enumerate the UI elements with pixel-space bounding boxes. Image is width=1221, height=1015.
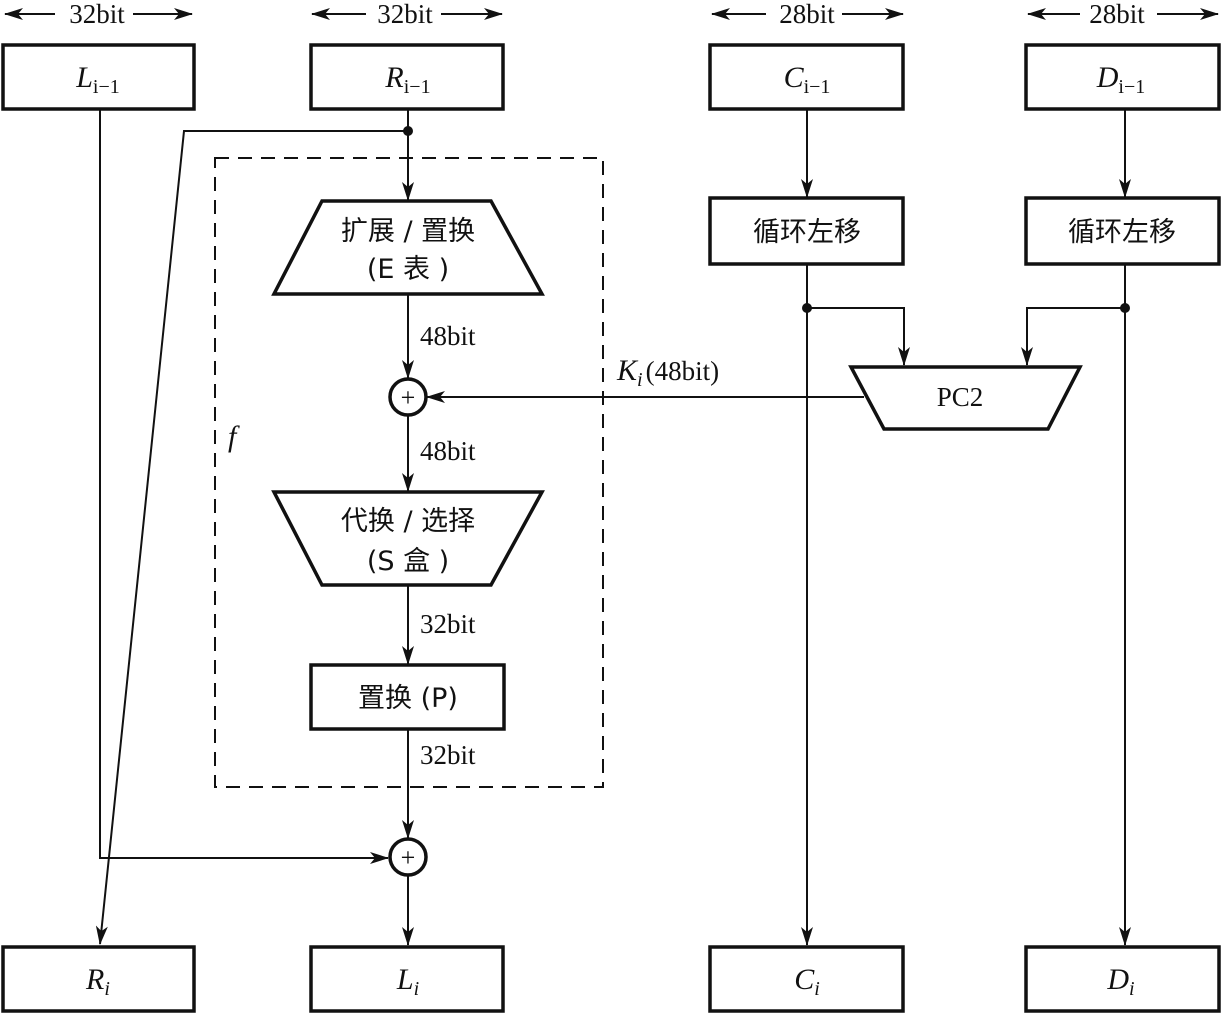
- f-function-label: f: [228, 420, 240, 453]
- register-subscript: i: [104, 978, 110, 1000]
- pc2-permuted-choice: PC2: [848, 365, 1083, 431]
- shift-c-left-rotate: 循环左移: [708, 196, 905, 266]
- d-to-pc2-line: [1021, 307, 1125, 366]
- expansion-e-table: 扩展 / 置换 (E 表 ): [271, 199, 545, 296]
- width-indicator-right-half: 32bit: [311, 0, 503, 29]
- svg-text:Li: Li: [396, 963, 419, 1000]
- xor-final: +: [388, 837, 428, 877]
- bit-label-32-a: 32bit: [420, 609, 476, 639]
- svg-text:Ci−1: Ci−1: [784, 61, 831, 98]
- register-subscript: i−1: [1118, 76, 1145, 98]
- sbox-substitution: 代换 / 选择 (S 盒 ): [271, 490, 545, 587]
- svg-text:Di: Di: [1106, 963, 1134, 1000]
- register-name: L: [396, 963, 414, 996]
- register-name: C: [784, 61, 805, 94]
- xor-subkey: +: [388, 377, 428, 417]
- shift-d-label: 循环左移: [1068, 217, 1176, 248]
- bit-label-32-b: 32bit: [420, 740, 476, 770]
- junction-dot: [1120, 303, 1130, 313]
- sbox-sublabel: (S 盒 ): [367, 546, 449, 577]
- width-indicator-d: 28bit: [1027, 0, 1219, 29]
- register-name: D: [1096, 61, 1119, 94]
- register-r-next: Ri: [1, 945, 196, 1013]
- r-prev-to-r-next-line: [95, 130, 408, 945]
- junction-dot: [802, 303, 812, 313]
- register-name: R: [384, 61, 403, 94]
- width-label-c: 28bit: [779, 0, 835, 29]
- register-name: D: [1106, 963, 1129, 996]
- width-label-right-half: 32bit: [377, 0, 433, 29]
- sbox-label: 代换 / 选择: [341, 506, 475, 537]
- register-name: L: [75, 61, 93, 94]
- svg-text:Ci: Ci: [794, 963, 820, 1000]
- register-name: R: [85, 963, 104, 996]
- register-l-next: Li: [309, 945, 505, 1013]
- subkey-width: (48bit): [646, 356, 720, 386]
- register-c-next: Ci: [708, 945, 905, 1013]
- permutation-p: 置换 (P): [309, 663, 506, 731]
- register-l-prev: Li−1: [1, 43, 196, 111]
- subkey-label: Ki(48bit): [616, 354, 719, 391]
- expansion-sublabel: (E 表 ): [367, 254, 449, 285]
- width-label-d: 28bit: [1089, 0, 1145, 29]
- register-subscript: i: [814, 978, 820, 1000]
- width-label-left: 32bit: [69, 0, 125, 29]
- register-subscript: i−1: [93, 76, 120, 98]
- bit-label-48-b: 48bit: [420, 436, 476, 466]
- svg-text:Li−1: Li−1: [75, 61, 120, 98]
- shift-d-left-rotate: 循环左移: [1024, 196, 1221, 266]
- width-indicator-left: 32bit: [4, 0, 193, 29]
- xor-icon: +: [401, 843, 416, 872]
- register-name: C: [794, 963, 815, 996]
- bit-label-48-a: 48bit: [420, 321, 476, 351]
- subkey-name: K: [616, 354, 639, 387]
- register-d-prev: Di−1: [1024, 43, 1221, 111]
- register-r-prev: Ri−1: [309, 43, 505, 111]
- pc2-label: PC2: [937, 382, 984, 412]
- l-prev-to-final-xor-line: [99, 109, 389, 864]
- register-subscript: i−1: [404, 76, 431, 98]
- register-d-next: Di: [1024, 945, 1221, 1013]
- width-indicator-c: 28bit: [711, 0, 904, 29]
- subkey-subscript: i: [637, 369, 643, 391]
- register-subscript: i: [1129, 978, 1135, 1000]
- register-subscript: i: [414, 978, 420, 1000]
- svg-text:Ri−1: Ri−1: [384, 61, 430, 98]
- permutation-label: 置换 (P): [358, 683, 458, 714]
- svg-text:Di−1: Di−1: [1096, 61, 1146, 98]
- c-to-pc2-line: [807, 307, 910, 366]
- expansion-label: 扩展 / 置换: [341, 216, 475, 247]
- shift-c-label: 循环左移: [753, 217, 861, 248]
- register-c-prev: Ci−1: [708, 43, 905, 111]
- svg-text:Ri: Ri: [85, 963, 110, 1000]
- xor-icon: +: [401, 383, 416, 412]
- register-subscript: i−1: [804, 76, 831, 98]
